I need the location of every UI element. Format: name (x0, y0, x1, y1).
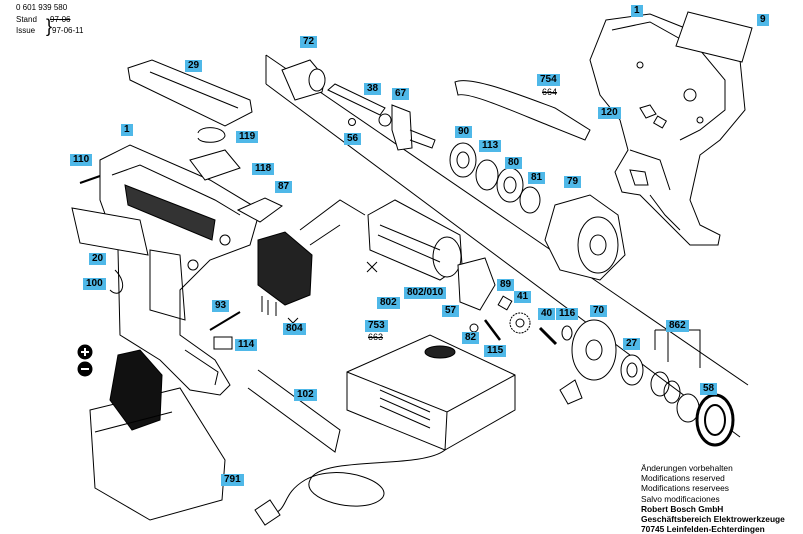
footer-company: Robert Bosch GmbH (641, 503, 724, 514)
part-label-119[interactable]: 119 (236, 131, 259, 143)
part-label-87[interactable]: 87 (275, 181, 293, 193)
part-label-802[interactable]: 802 (377, 297, 400, 309)
part-label-791[interactable]: 791 (221, 474, 244, 486)
part-label-67[interactable]: 67 (392, 88, 410, 100)
footer-notice: Änderungen vorbehalten Modifications res… (641, 463, 785, 534)
part-label-79[interactable]: 79 (564, 176, 582, 188)
superseded-663: 663 (368, 332, 384, 342)
gearbox-shape (544, 194, 626, 281)
switch-carrier-shape (189, 149, 241, 181)
part-label-804[interactable]: 804 (283, 323, 306, 335)
part-label-1-top[interactable]: 1 (631, 5, 643, 17)
superseded-664: 664 (542, 87, 558, 97)
part-label-102[interactable]: 102 (294, 389, 317, 401)
part-label-81[interactable]: 81 (528, 172, 546, 184)
part-label-72[interactable]: 72 (300, 36, 318, 48)
part-label-70[interactable]: 70 (590, 305, 608, 317)
part-label-90[interactable]: 90 (455, 126, 473, 138)
clip-shape (197, 127, 226, 143)
gear-shape (509, 312, 531, 334)
part-label-114[interactable]: 114 (235, 339, 258, 351)
anvil-shape (391, 104, 413, 151)
part-label-89[interactable]: 89 (497, 279, 515, 291)
document-number: 0 601 939 580 (16, 3, 68, 12)
footer-division: Geschäftsbereich Elektrowerkzeuge (641, 514, 785, 525)
label-plate-shape (675, 11, 753, 63)
issue-date: 97-06-11 (52, 26, 84, 35)
switch-shape (257, 231, 313, 306)
part-label-120[interactable]: 120 (598, 107, 621, 119)
part-label-20[interactable]: 20 (89, 253, 107, 265)
charger-cable-shape (269, 449, 446, 516)
part-label-9[interactable]: 9 (757, 14, 769, 26)
wire-shape (247, 369, 341, 453)
motor-plate-shape (457, 257, 496, 311)
part-label-118[interactable]: 118 (252, 163, 275, 175)
washer-90-shape (449, 142, 477, 178)
part-label-56[interactable]: 56 (344, 133, 362, 145)
charger-shape (346, 334, 516, 451)
part-label-754[interactable]: 754 (537, 74, 560, 86)
side-label-shape (71, 207, 149, 256)
part-label-57[interactable]: 57 (442, 305, 460, 317)
part-label-116[interactable]: 116 (556, 308, 579, 320)
spring-plate-shape (236, 197, 283, 223)
part-label-802-010[interactable]: 802/010 (404, 287, 447, 299)
plug-shape (254, 499, 281, 526)
brace-glyph: } (46, 16, 53, 36)
part-label-753[interactable]: 753 (365, 320, 388, 332)
footer-address: 70745 Leinfelden-Echterdingen (641, 524, 765, 534)
ring-81-shape (519, 186, 541, 214)
part-label-40[interactable]: 40 (538, 308, 556, 320)
part-label-110[interactable]: 110 (70, 154, 93, 166)
spring-shape (695, 393, 735, 447)
issue-label: Issue (16, 26, 36, 35)
part-label-1-left[interactable]: 1 (121, 124, 133, 136)
old-date: 97-06 (50, 15, 71, 24)
housing-left-shape (99, 144, 261, 396)
part-label-93[interactable]: 93 (212, 300, 230, 312)
part-label-113[interactable]: 113 (479, 140, 502, 152)
housing-right-shape (589, 13, 746, 246)
footer-line-de: Änderungen vorbehalten (641, 463, 733, 473)
part-label-80[interactable]: 80 (505, 157, 523, 169)
motor-shape (367, 199, 463, 281)
footer-line-en: Modifications reserved (641, 473, 725, 484)
part-label-82[interactable]: 82 (462, 332, 480, 344)
washer-113-shape (475, 159, 499, 191)
part-label-38[interactable]: 38 (364, 83, 382, 95)
footer-line-fr: Modifications reservees (641, 483, 729, 494)
part-label-58[interactable]: 58 (700, 383, 718, 395)
part-label-115[interactable]: 115 (484, 345, 507, 357)
stand-label: Stand (16, 15, 37, 24)
part-label-862[interactable]: 862 (666, 320, 689, 332)
screw-shape (79, 175, 101, 184)
belt-clip-shape (454, 80, 591, 141)
bearing-80-shape (496, 167, 524, 203)
battery-pack-shape (89, 349, 226, 521)
footer-line-es: Salvo modificaciones (641, 493, 720, 504)
planet-carrier-shape (571, 319, 617, 381)
sleeve-shape (281, 59, 326, 101)
part-label-41[interactable]: 41 (514, 291, 532, 303)
part-label-27[interactable]: 27 (623, 338, 641, 350)
part-label-100[interactable]: 100 (83, 278, 106, 290)
part-label-29[interactable]: 29 (185, 60, 203, 72)
cover-shape (127, 59, 253, 127)
spindle-shape (327, 83, 386, 116)
